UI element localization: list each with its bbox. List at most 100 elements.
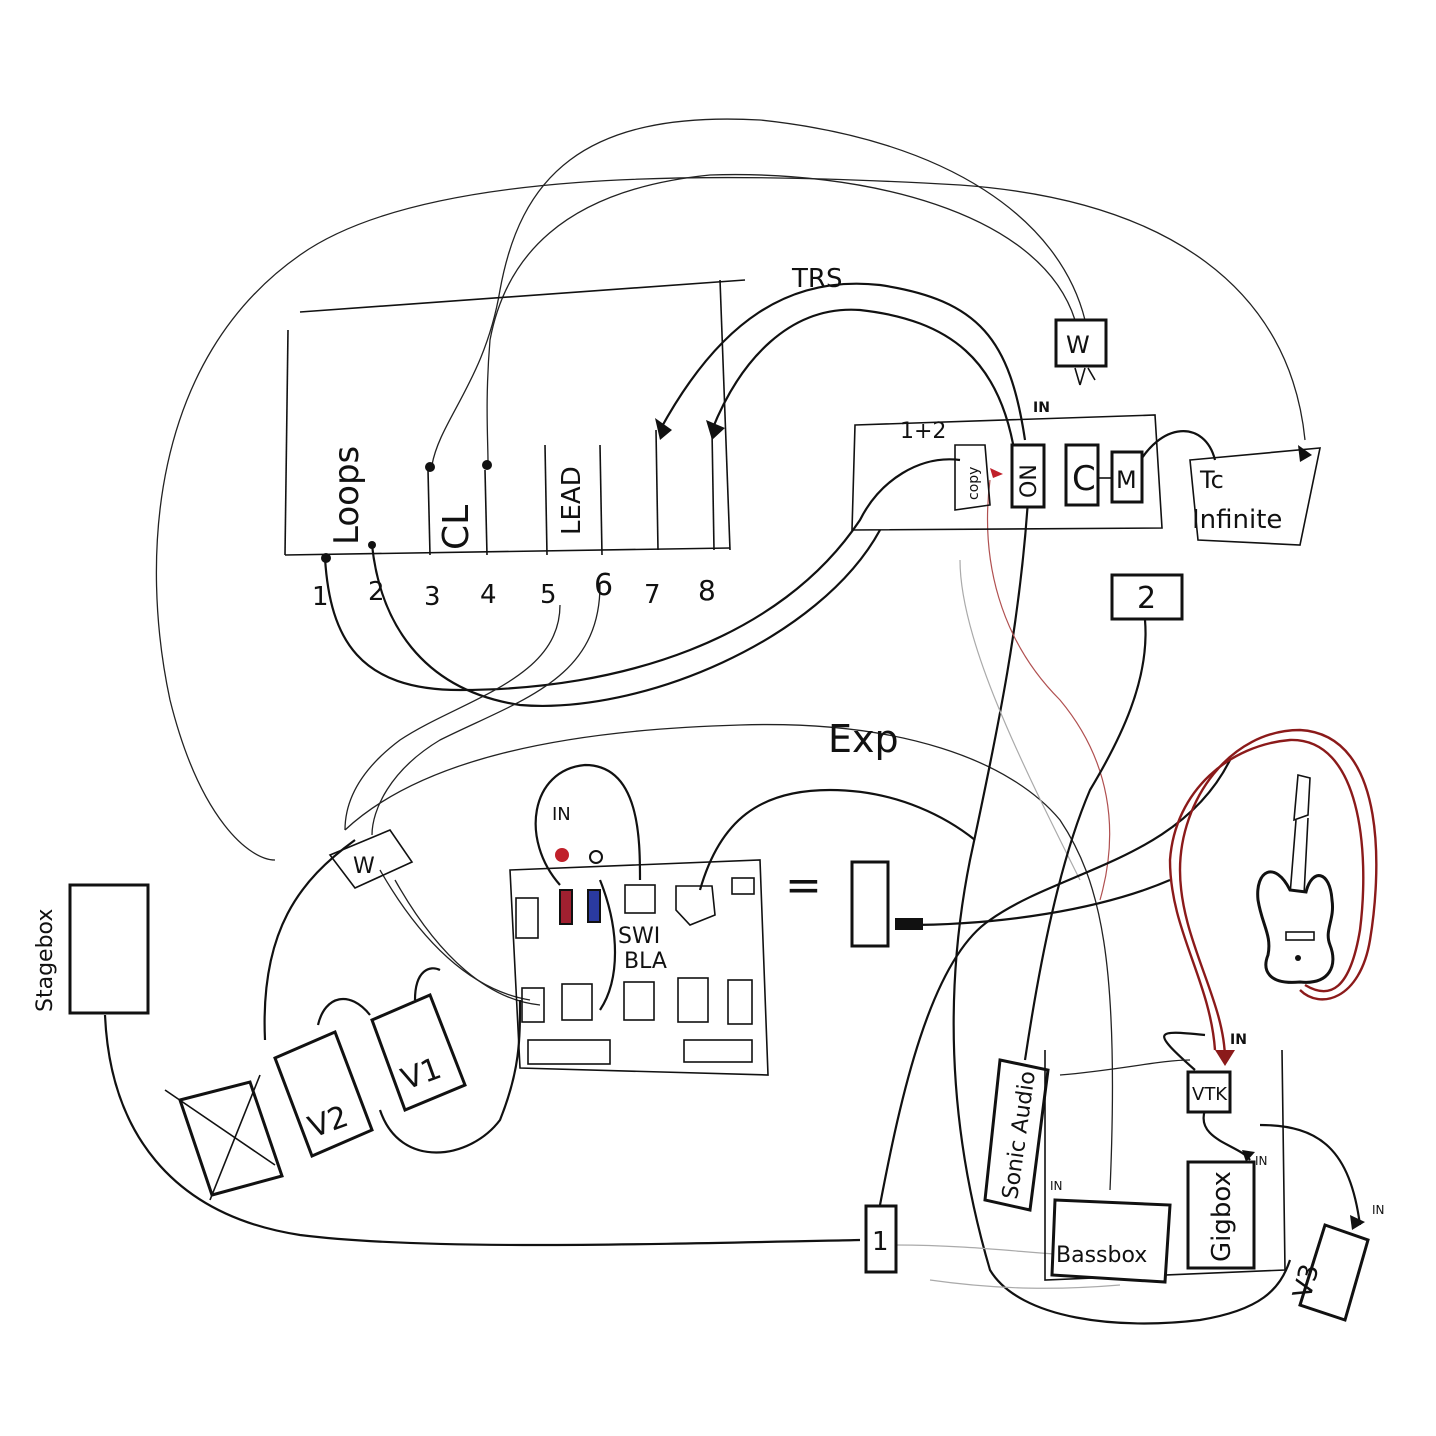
guitar-neck bbox=[1289, 817, 1309, 896]
wire-board-bottom bbox=[598, 879, 617, 1011]
mid-w-label: W bbox=[353, 854, 375, 879]
white-dot bbox=[589, 850, 603, 864]
crossed-box-frame bbox=[178, 1080, 284, 1197]
wire-vtk-loop bbox=[1163, 1031, 1206, 1071]
wires bbox=[103, 118, 1378, 1325]
jack-dot-4 bbox=[482, 460, 492, 470]
slot-divider-5 bbox=[655, 429, 659, 551]
expression-pedal-jack bbox=[895, 918, 923, 930]
stagebox: Stagebox bbox=[33, 883, 150, 1015]
guitar-knob bbox=[1295, 955, 1301, 961]
jack-dot-2 bbox=[368, 541, 376, 549]
switcher-unit: Loops CL LEAD bbox=[284, 279, 746, 563]
switcher-number-1: 1 bbox=[312, 582, 329, 612]
wire-top-arc bbox=[431, 118, 1086, 466]
box-one: 1 bbox=[864, 1204, 898, 1274]
pedalboard-line-1: SWI bbox=[618, 924, 660, 949]
tc-frame bbox=[1189, 447, 1322, 546]
red-dot bbox=[555, 848, 569, 862]
v3-arrow bbox=[1350, 1215, 1365, 1230]
box-two: 2 bbox=[1110, 573, 1184, 621]
stagebox-label: Stagebox bbox=[33, 909, 58, 1012]
expression-pedal-group: = bbox=[785, 860, 923, 948]
slot-label-loops: Loops bbox=[327, 446, 367, 545]
slot-divider-1 bbox=[427, 469, 431, 556]
pedalboard-line-2: BLA bbox=[624, 949, 667, 974]
copy-unit-frame bbox=[954, 444, 991, 511]
pedalboard-in-label: IN bbox=[552, 804, 571, 825]
v3-frame bbox=[1298, 1223, 1370, 1322]
wire-top-arc-2 bbox=[486, 173, 1076, 463]
bass-guitar-icon bbox=[1256, 773, 1335, 984]
wire-midw-board bbox=[379, 869, 531, 1001]
switcher-number-6: 6 bbox=[594, 568, 613, 603]
pedal-slot-6 bbox=[727, 979, 753, 1025]
pedal-slot-swi bbox=[624, 884, 656, 914]
amp-box: VTK IN Gigbox IN Bassbox IN bbox=[1044, 1032, 1365, 1284]
c-unit-label: C bbox=[1072, 459, 1096, 499]
vtk-label: VTK bbox=[1192, 1084, 1228, 1105]
bassbox-frame bbox=[1050, 1198, 1172, 1284]
jack-dot-3 bbox=[425, 462, 435, 472]
top-w-frame bbox=[1054, 318, 1108, 368]
gigbox-arrow bbox=[1242, 1150, 1255, 1162]
switcher-left-side bbox=[284, 329, 289, 556]
gigbox-in-label: IN bbox=[1255, 1154, 1268, 1168]
vtk-red-arrow bbox=[1215, 1050, 1235, 1066]
wire-big-left-loop bbox=[155, 176, 1306, 861]
c-unit-frame bbox=[1064, 443, 1100, 507]
rack-label-1plus2: 1+2 bbox=[900, 419, 946, 444]
switcher-number-2: 2 bbox=[368, 577, 385, 607]
sonic-audio-frame bbox=[983, 1058, 1050, 1212]
gigbox-frame bbox=[1186, 1160, 1256, 1270]
copy-red-arrow bbox=[990, 468, 1003, 478]
wire-guitar bbox=[1178, 728, 1378, 1061]
pedal-slot-4 bbox=[623, 981, 655, 1021]
slot-divider-3 bbox=[544, 444, 548, 556]
tc-line-1: Tc bbox=[1199, 466, 1224, 494]
box-two-frame bbox=[1110, 573, 1184, 621]
top-w-label: W bbox=[1066, 331, 1090, 359]
tc-line-2: Infinite bbox=[1192, 505, 1282, 535]
switcher-numbers: 1 2 3 4 5 6 7 8 bbox=[312, 568, 716, 612]
pedalboard: IN SWI BLA bbox=[509, 804, 769, 1076]
switcher-number-8: 8 bbox=[698, 574, 716, 607]
wire-v1-up bbox=[413, 967, 441, 1001]
wire-grey-3 bbox=[929, 1279, 1121, 1289]
ampbox-in-label: IN bbox=[1050, 1179, 1063, 1193]
switcher-bottom-line bbox=[284, 547, 731, 556]
wire-stage bbox=[103, 1014, 861, 1247]
wire-gig-v3 bbox=[1259, 1123, 1362, 1226]
guitar-body bbox=[1256, 870, 1335, 984]
wire-on-down bbox=[952, 499, 1292, 1325]
pedal-strip-left bbox=[527, 1039, 611, 1065]
wire-trs bbox=[659, 282, 1027, 441]
v-units: V2 V1 V3 IN bbox=[273, 993, 1385, 1322]
on-unit-label: ON bbox=[1017, 464, 1042, 498]
switcher-number-3: 3 bbox=[424, 582, 441, 612]
jack-dot-1 bbox=[321, 553, 331, 563]
v2-frame bbox=[273, 1029, 374, 1159]
gigbox-label: Gigbox bbox=[1207, 1171, 1237, 1262]
v1-frame bbox=[370, 993, 467, 1112]
tc-infinite: Tc Infinite bbox=[1189, 445, 1322, 546]
pedal-slot-5 bbox=[677, 977, 709, 1023]
wire-pedal-right bbox=[904, 878, 1171, 927]
pedal-slot-1 bbox=[515, 897, 539, 939]
bassbox-label: Bassbox bbox=[1056, 1243, 1147, 1268]
slot-label-lead: LEAD bbox=[557, 466, 587, 535]
slot-divider-4 bbox=[599, 444, 603, 556]
top-w-box: W bbox=[1054, 318, 1108, 386]
top-w-arrows bbox=[1074, 367, 1096, 386]
slot-divider-6 bbox=[711, 429, 715, 551]
tc-arrow bbox=[1298, 445, 1312, 462]
on-unit-frame bbox=[1010, 443, 1046, 509]
box-one-label: 1 bbox=[872, 1227, 889, 1257]
slot-divider-2 bbox=[484, 469, 488, 556]
box-two-label: 2 bbox=[1137, 581, 1156, 616]
wire-box2 bbox=[1023, 619, 1147, 1061]
m-unit-frame bbox=[1110, 450, 1144, 504]
crossed-box-x1 bbox=[164, 1089, 276, 1166]
mid-w-box: W bbox=[328, 829, 414, 889]
